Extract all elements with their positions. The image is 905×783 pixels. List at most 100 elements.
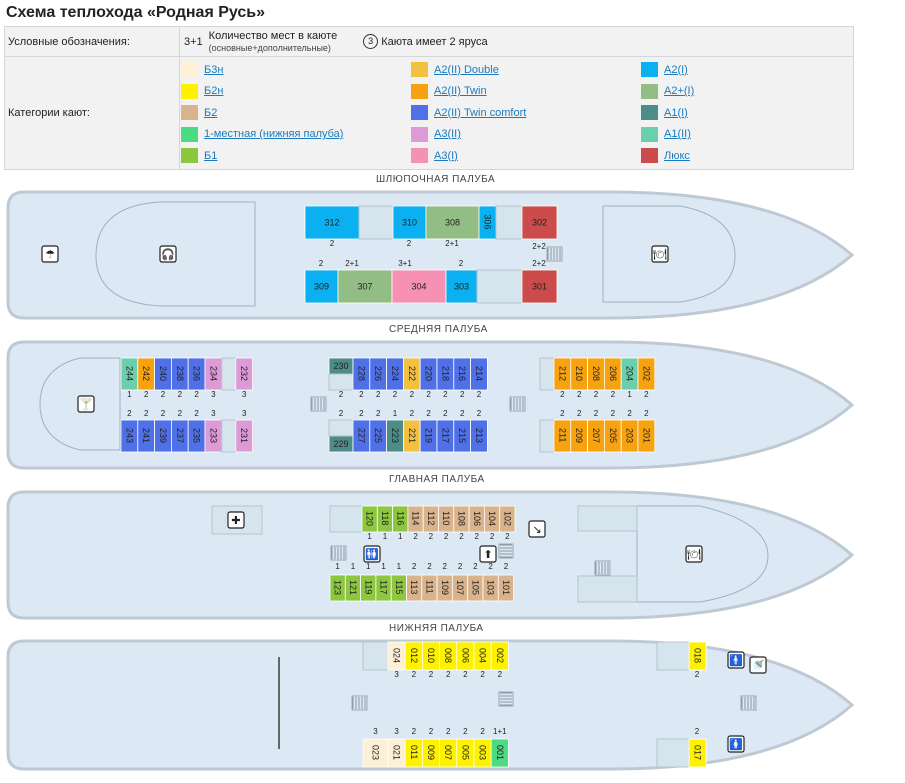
cabin-210[interactable]: 210 [570, 357, 588, 391]
cabin-113[interactable]: 113 [406, 574, 423, 602]
cabin-306[interactable]: 306 [478, 205, 497, 240]
cabin-234[interactable]: 234 [204, 357, 223, 391]
cabin-104[interactable]: 104 [483, 505, 501, 533]
category-link[interactable]: А2+(I) [664, 85, 695, 97]
cabin-001[interactable]: 001 [490, 738, 509, 768]
cabin-244[interactable]: 244 [120, 357, 139, 391]
cabin-304[interactable]: 304 [391, 269, 447, 304]
cabin-018[interactable]: 018 [688, 641, 707, 671]
cabin-007[interactable]: 007 [439, 738, 458, 768]
cabin-118[interactable]: 118 [376, 505, 393, 533]
legend-category[interactable]: Люкс [641, 148, 690, 163]
cabin-003[interactable]: 003 [473, 738, 492, 768]
category-link[interactable]: А2(II) Double [434, 63, 499, 76]
category-link[interactable]: А3(I) [434, 149, 458, 162]
cabin-219[interactable]: 219 [419, 419, 438, 453]
legend-category[interactable]: А3(II) [411, 126, 461, 142]
cabin-102[interactable]: 102 [499, 505, 516, 533]
category-link[interactable]: Люкс [664, 149, 690, 162]
cabin-002[interactable]: 002 [490, 641, 509, 671]
cabin-227[interactable]: 227 [352, 419, 371, 453]
legend-category[interactable]: А2(II) Twin comfort [411, 105, 526, 120]
category-link[interactable]: 1-местная (нижняя палуба) [204, 128, 344, 140]
category-link[interactable]: Б3н [204, 63, 224, 76]
cabin-301[interactable]: 301 [521, 269, 558, 304]
cabin-216[interactable]: 216 [453, 357, 471, 391]
cabin-223[interactable]: 223 [386, 419, 404, 453]
cabin-226[interactable]: 226 [369, 357, 387, 391]
cabin-004[interactable]: 004 [473, 641, 492, 671]
cabin-221[interactable]: 221 [402, 419, 421, 453]
cabin-101[interactable]: 101 [497, 574, 514, 602]
cabin-239[interactable]: 239 [154, 419, 172, 453]
cabin-103[interactable]: 103 [482, 574, 499, 602]
cabin-241[interactable]: 241 [137, 419, 156, 453]
cabin-233[interactable]: 233 [204, 419, 223, 453]
cabin-204[interactable]: 204 [620, 357, 639, 391]
cabin-303[interactable]: 303 [445, 269, 478, 304]
cabin-119[interactable]: 119 [360, 574, 377, 602]
cabin-236[interactable]: 236 [187, 357, 206, 391]
legend-category[interactable]: Б2н [181, 83, 224, 99]
cabin-240[interactable]: 240 [154, 357, 172, 391]
cabin-213[interactable]: 213 [470, 419, 488, 453]
cabin-243[interactable]: 243 [120, 419, 139, 453]
cabin-202[interactable]: 202 [637, 357, 656, 391]
cabin-017[interactable]: 017 [688, 738, 707, 768]
cabin-231[interactable]: 231 [235, 419, 254, 453]
cabin-218[interactable]: 218 [436, 357, 455, 391]
cabin-121[interactable]: 121 [344, 574, 361, 602]
category-link[interactable]: А2(II) Twin comfort [434, 106, 527, 119]
cabin-237[interactable]: 237 [170, 419, 189, 453]
cabin-011[interactable]: 011 [404, 738, 423, 768]
cabin-232[interactable]: 232 [235, 357, 254, 391]
cabin-309[interactable]: 309 [304, 269, 339, 304]
cabin-006[interactable]: 006 [456, 641, 475, 671]
legend-category[interactable]: А1(I) [641, 105, 688, 120]
legend-category[interactable]: А2(I) [641, 62, 688, 77]
cabin-228[interactable]: 228 [352, 357, 371, 391]
cabin-302[interactable]: 302 [521, 205, 558, 240]
cabin-023[interactable]: 023 [362, 738, 389, 768]
cabin-021[interactable]: 021 [387, 738, 406, 768]
cabin-214[interactable]: 214 [470, 357, 488, 391]
cabin-206[interactable]: 206 [604, 357, 622, 391]
cabin-109[interactable]: 109 [436, 574, 453, 602]
cabin-224[interactable]: 224 [386, 357, 404, 391]
cabin-310[interactable]: 310 [392, 205, 427, 240]
cabin-108[interactable]: 108 [453, 505, 470, 533]
cabin-211[interactable]: 211 [553, 419, 572, 453]
category-link[interactable]: А2(II) Twin [434, 85, 487, 97]
cabin-222[interactable]: 222 [402, 357, 421, 391]
cabin-230[interactable]: 230 [328, 357, 354, 375]
cabin-208[interactable]: 208 [587, 357, 605, 391]
category-link[interactable]: Б1 [204, 149, 218, 162]
cabin-215[interactable]: 215 [453, 419, 471, 453]
category-link[interactable]: Б2н [204, 85, 224, 97]
cabin-024[interactable]: 024 [387, 641, 406, 671]
category-link[interactable]: А2(I) [664, 63, 688, 76]
cabin-114[interactable]: 114 [407, 505, 424, 533]
legend-category[interactable]: А2+(I) [641, 83, 695, 99]
cabin-207[interactable]: 207 [587, 419, 605, 453]
cabin-225[interactable]: 225 [369, 419, 387, 453]
cabin-012[interactable]: 012 [404, 641, 423, 671]
legend-category[interactable]: А2(II) Twin [411, 83, 487, 99]
cabin-107[interactable]: 107 [451, 574, 469, 602]
cabin-105[interactable]: 105 [467, 574, 484, 602]
legend-category[interactable]: Б2 [181, 105, 217, 120]
cabin-005[interactable]: 005 [456, 738, 475, 768]
cabin-209[interactable]: 209 [570, 419, 588, 453]
legend-category[interactable]: Б3н [181, 62, 223, 77]
cabin-106[interactable]: 106 [468, 505, 485, 533]
cabin-217[interactable]: 217 [436, 419, 455, 453]
cabin-116[interactable]: 116 [392, 505, 409, 533]
legend-category[interactable]: А1(II) [641, 126, 691, 142]
cabin-009[interactable]: 009 [421, 738, 440, 768]
legend-category[interactable]: А3(I) [411, 148, 458, 163]
cabin-201[interactable]: 201 [637, 419, 656, 453]
legend-category[interactable]: 1-местная (нижняя палуба) [181, 126, 344, 142]
cabin-235[interactable]: 235 [187, 419, 206, 453]
cabin-120[interactable]: 120 [361, 505, 378, 533]
cabin-117[interactable]: 117 [375, 574, 392, 602]
